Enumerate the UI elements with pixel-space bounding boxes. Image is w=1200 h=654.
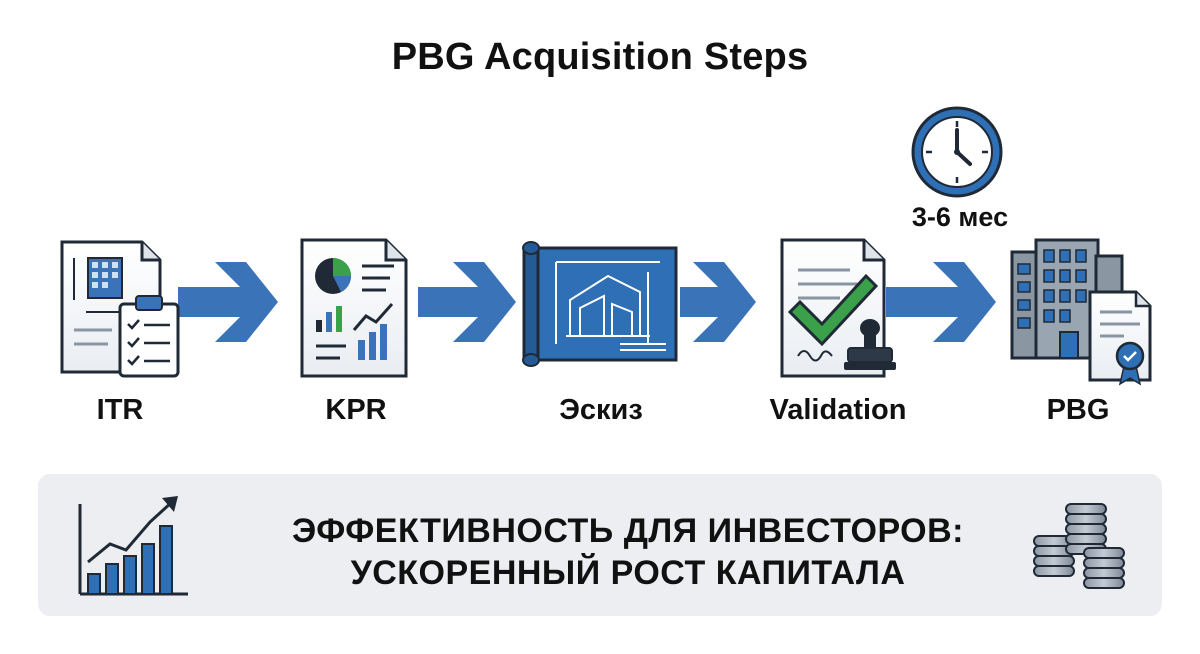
investor-banner: ЭФФЕКТИВНОСТЬ ДЛЯ ИНВЕСТОРОВ: УСКОРЕННЫЙ…	[38, 474, 1162, 616]
arrow-itr-to-kpr	[178, 262, 278, 342]
coin-stacks-icon	[1033, 503, 1125, 589]
diagram-title: PBG Acquisition Steps	[391, 36, 809, 78]
document-building-clipboard-icon	[60, 240, 180, 378]
arrow-sketch-to-validation	[680, 262, 756, 342]
step-label-pbg: PBG	[1046, 394, 1110, 426]
duration-label: 3-6 мес	[911, 202, 1009, 232]
clock-icon	[911, 106, 1003, 198]
banner-art	[78, 496, 1125, 596]
arrow-kpr-to-sketch	[418, 262, 516, 342]
step-label-validation: Validation	[769, 394, 907, 426]
blueprint-sketch-icon	[522, 241, 678, 367]
approved-document-stamp-icon	[780, 238, 896, 378]
growth-chart-icon	[78, 496, 188, 596]
step-label-kpr: KPR	[325, 394, 387, 426]
flow-arrows	[178, 262, 996, 342]
banner-headline: ЭФФЕКТИВНОСТЬ ДЛЯ ИНВЕСТОРОВ: УСКОРЕННЫЙ…	[248, 510, 1008, 594]
building-certificate-icon	[1010, 238, 1152, 386]
step-label-itr: ITR	[96, 394, 144, 426]
arrow-validation-to-pbg	[886, 262, 996, 342]
banner-line-1: ЭФФЕКТИВНОСТЬ ДЛЯ ИНВЕСТОРОВ:	[291, 512, 965, 550]
banner-line-2: УСКОРЕННЫЙ РОСТ КАПИТАЛА	[350, 554, 906, 592]
report-charts-icon	[300, 238, 408, 378]
step-label-sketch: Эскиз	[559, 394, 643, 426]
